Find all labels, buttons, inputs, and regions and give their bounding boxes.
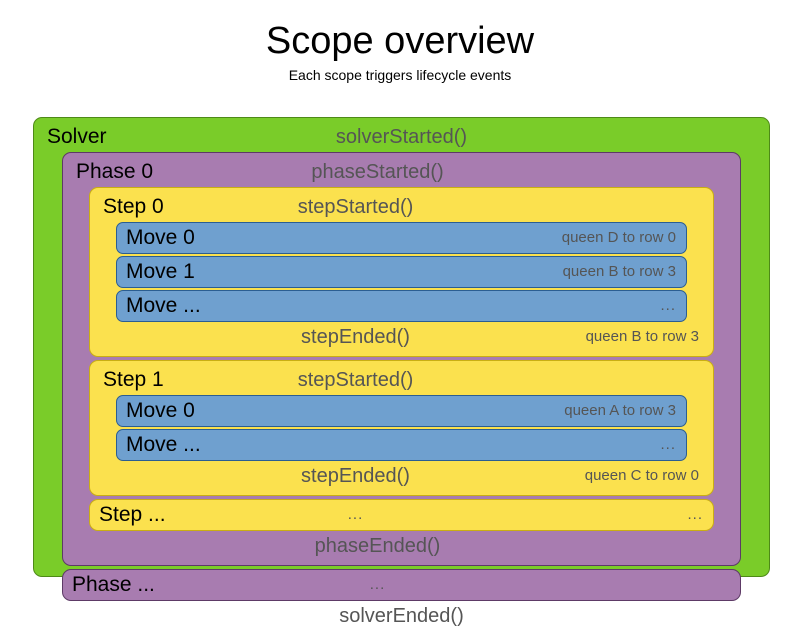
solver-started-event: solverStarted() <box>335 126 468 148</box>
page-title: Scope overview <box>265 20 535 62</box>
move-row[interactable]: Move ... ... <box>116 429 687 461</box>
move-0-row: Move 0 queen A to row 3 <box>117 396 686 426</box>
solver-header-row: Solver solverStarted() <box>38 122 765 152</box>
solver-scope-label: Solver <box>47 125 107 148</box>
phase-0-header-row: Phase 0 phaseStarted() <box>67 157 736 187</box>
step-ellipsis-label: Step ... <box>99 503 166 526</box>
move-ellipsis-row: Move ... ... <box>117 291 686 321</box>
step-1-footer-row: stepEnded() queen C to row 0 <box>94 461 709 491</box>
step-ended-event: stepEnded() <box>301 465 410 487</box>
move-0-row: Move 0 queen D to row 0 <box>117 223 686 253</box>
step-ended-detail: queen B to row 3 <box>585 328 699 345</box>
step-started-event: stepStarted() <box>297 196 414 218</box>
phase-0-scope[interactable]: Phase 0 phaseStarted() Step 0 stepStarte… <box>62 152 741 566</box>
step-ended-detail: queen C to row 0 <box>584 467 699 484</box>
phase-ellipsis-row: Phase ... ... <box>63 570 740 600</box>
step-ellipsis-right: ... <box>687 506 703 523</box>
title-block: Scope overview Each scope triggers lifec… <box>0 0 800 82</box>
page-subtitle: Each scope triggers lifecycle events <box>288 66 512 83</box>
move-detail-label: queen D to row 0 <box>561 229 676 246</box>
phase-0-scope-label: Phase 0 <box>76 160 154 183</box>
step-0-scope[interactable]: Step 0 stepStarted() Move 0 queen D to r… <box>89 187 714 357</box>
move-row[interactable]: Move 1 queen B to row 3 <box>116 256 687 288</box>
step-ellipsis-row: Step ... ... ... <box>90 500 713 530</box>
phase-ellipsis-label: Phase ... <box>72 573 155 596</box>
move-row[interactable]: Move ... ... <box>116 290 687 322</box>
move-scope-label: Move ... <box>126 294 201 317</box>
move-detail-label: queen B to row 3 <box>562 263 676 280</box>
step-0-footer-row: stepEnded() queen B to row 3 <box>94 322 709 352</box>
move-detail-label: ... <box>660 436 676 453</box>
move-detail-label: ... <box>660 297 676 314</box>
step-1-header-row: Step 1 stepStarted() <box>94 365 709 395</box>
move-scope-label: Move ... <box>126 433 201 456</box>
step-0-scope-label: Step 0 <box>103 195 164 218</box>
step-1-scope[interactable]: Step 1 stepStarted() Move 0 queen A to r… <box>89 360 714 496</box>
phase-ellipsis-scope[interactable]: Phase ... ... <box>62 569 741 601</box>
move-row[interactable]: Move 0 queen A to row 3 <box>116 395 687 427</box>
step-ellipsis-scope[interactable]: Step ... ... ... <box>89 499 714 531</box>
phase-ellipsis-center: ... <box>369 576 386 593</box>
solver-ended-event: solverEnded() <box>339 605 464 627</box>
step-0-header-row: Step 0 stepStarted() <box>94 192 709 222</box>
move-scope-label: Move 0 <box>126 399 195 422</box>
phase-0-footer-row: phaseEnded() <box>67 531 736 561</box>
move-scope-label: Move 0 <box>126 226 195 249</box>
step-ellipsis-center: ... <box>347 506 364 523</box>
step-ended-event: stepEnded() <box>301 326 410 348</box>
solver-scope[interactable]: Solver solverStarted() Phase 0 phaseStar… <box>33 117 770 627</box>
move-1-row: Move 1 queen B to row 3 <box>117 257 686 287</box>
step-started-event: stepStarted() <box>297 369 414 391</box>
step-1-scope-label: Step 1 <box>103 368 164 391</box>
scope-overview-diagram: Solver solverStarted() Phase 0 phaseStar… <box>33 117 770 627</box>
move-row[interactable]: Move 0 queen D to row 0 <box>116 222 687 254</box>
phase-ended-event: phaseEnded() <box>314 535 441 557</box>
move-scope-label: Move 1 <box>126 260 195 283</box>
phase-started-event: phaseStarted() <box>311 161 444 183</box>
solver-footer-row: solverEnded() <box>38 601 765 631</box>
move-detail-label: queen A to row 3 <box>564 402 676 419</box>
move-ellipsis-row: Move ... ... <box>117 430 686 460</box>
